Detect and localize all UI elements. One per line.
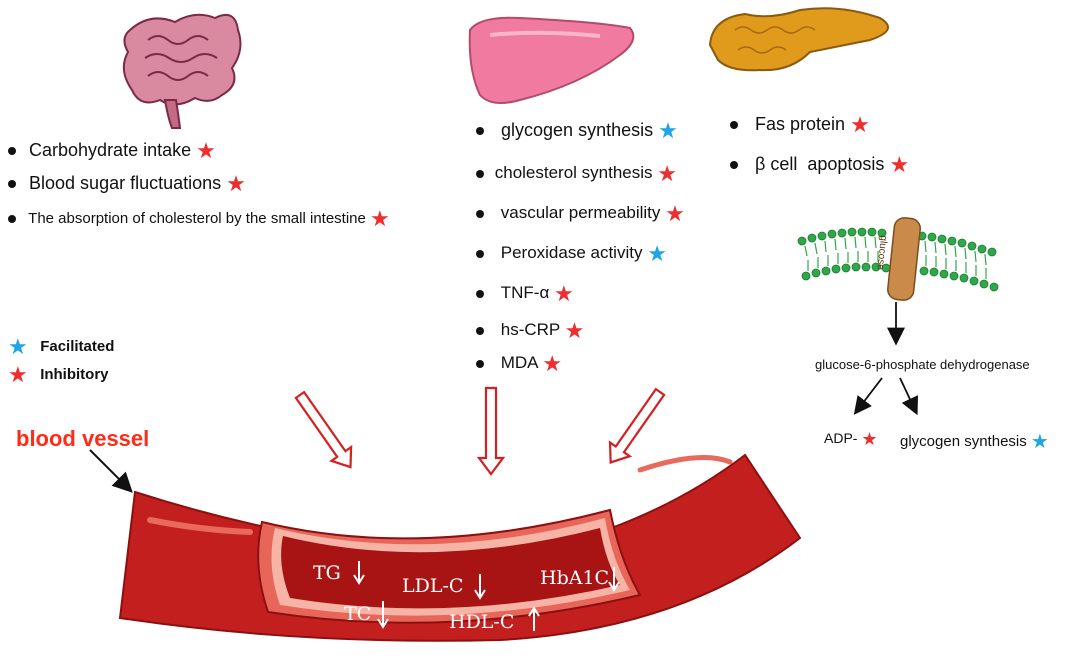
bullet-dot [730, 161, 738, 170]
legend-inhibitory: ★ Inhibitory [8, 364, 109, 386]
hdl-up-arrow [528, 606, 540, 631]
liver-item-label: glycogen synthesis [501, 120, 654, 140]
enzyme-label: glucose-6-phosphate dehydrogenase [815, 357, 1030, 372]
liver-item: TNF-α ★ [476, 283, 574, 305]
legend-inhibitory-label: Inhibitory [40, 366, 109, 384]
marker-tg: TG [313, 562, 341, 584]
marker-hba1c: HbA1C [540, 567, 610, 589]
bullet-dot [476, 360, 484, 368]
hba1c-down-arrow [608, 567, 620, 592]
liver-item-label: Peroxidase activity [500, 243, 643, 263]
liver-item: MDA ★ [476, 353, 562, 375]
inhibitory-star-icon: ★ [657, 161, 678, 186]
inhibitory-star-icon: ★ [889, 152, 910, 178]
liver-item: glycogen synthesis ★ [476, 120, 678, 142]
bullet-dot [476, 170, 484, 178]
intestine-item: The absorption of cholesterol by the sma… [8, 208, 390, 230]
intestine-item-label: Blood sugar fluctuations [29, 173, 222, 193]
pancreas-item-label: β cell apoptosis [755, 154, 885, 174]
facilitated-star-icon: ★ [1030, 431, 1049, 453]
pancreas-illustration [708, 7, 889, 72]
pancreas-item-label: Fas protein [755, 114, 846, 134]
adp-output: ADP- ★ [824, 430, 877, 448]
blood-vessel-illustration [118, 453, 802, 642]
enzyme-to-adp-arrow [853, 377, 883, 415]
pancreas-item: β cell apoptosis ★ [730, 154, 909, 176]
flow-arrow-right [608, 387, 666, 464]
bullet-dot [476, 127, 484, 136]
bullet-dot [476, 250, 484, 258]
ldl-down-arrow [474, 574, 486, 600]
marker-tc: TC [344, 603, 372, 625]
liver-item: Peroxidase activity ★ [476, 243, 667, 265]
intestine-illustration [122, 13, 242, 129]
liver-item-label: MDA [500, 353, 538, 373]
tc-down-arrow [377, 601, 389, 629]
facilitated-star-icon: ★ [8, 334, 28, 359]
intestine-item-label: The absorption of cholesterol by the sma… [28, 209, 366, 227]
marker-arrows [353, 561, 620, 631]
liver-illustration [468, 16, 635, 105]
bullet-dot [8, 180, 16, 189]
marker-hdl-c: HDL-C [449, 611, 515, 633]
glycogen-output: glycogen synthesis ★ [900, 432, 1049, 452]
adp-label: ADP- [824, 430, 858, 446]
inhibitory-star-icon: ★ [542, 351, 563, 376]
cell-membrane-illustration [797, 217, 999, 301]
intestine-item-label: Carbohydrate intake [29, 140, 192, 160]
glycogen-output-label: glycogen synthesis [900, 432, 1027, 450]
bullet-dot [730, 121, 738, 130]
bullet-dot [476, 210, 484, 218]
intestine-item: Carbohydrate intake ★ [8, 140, 216, 162]
liver-item-label: TNF-α [500, 283, 550, 303]
marker-ldl-c: LDL-C [402, 575, 464, 597]
bullet-dot [8, 215, 16, 223]
inhibitory-star-icon: ★ [8, 362, 28, 387]
liver-item-label: cholesterol synthesis [494, 163, 653, 183]
legend-facilitated: ★ Facilitated [8, 336, 114, 358]
vessel-pointer-arrow [89, 449, 133, 493]
pancreas-item: Fas protein ★ [730, 114, 870, 136]
inhibitory-star-icon: ★ [554, 281, 574, 306]
inhibitory-star-icon: ★ [226, 171, 246, 197]
liver-item-label: vascular permeability [500, 203, 661, 223]
flow-arrow-center [476, 386, 506, 476]
bullet-dot [476, 290, 484, 298]
inhibitory-star-icon: ★ [564, 318, 585, 343]
glucose-channel [887, 217, 921, 301]
liver-item: vascular permeability ★ [476, 203, 685, 225]
intestine-item: Blood sugar fluctuations ★ [8, 173, 246, 195]
bullet-dot [476, 327, 484, 335]
liver-item: cholesterol synthesis ★ [476, 163, 677, 185]
liver-item-label: hs-CRP [500, 320, 560, 340]
inhibitory-star-icon: ★ [861, 429, 878, 450]
facilitated-star-icon: ★ [647, 241, 667, 266]
inhibitory-star-icon: ★ [665, 201, 685, 226]
inhibitory-star-icon: ★ [850, 112, 870, 138]
blood-vessel-label: blood vessel [16, 426, 150, 451]
facilitated-star-icon: ★ [658, 118, 678, 144]
tg-down-arrow [353, 561, 365, 585]
inhibitory-star-icon: ★ [370, 206, 390, 231]
legend-facilitated-label: Facilitated [40, 338, 115, 356]
liver-item: hs-CRP ★ [476, 320, 584, 342]
inhibitory-star-icon: ★ [196, 138, 216, 164]
enzyme-to-glycogen-arrow [899, 377, 919, 416]
flow-arrow-left [294, 390, 353, 469]
bullet-dot [8, 147, 16, 156]
